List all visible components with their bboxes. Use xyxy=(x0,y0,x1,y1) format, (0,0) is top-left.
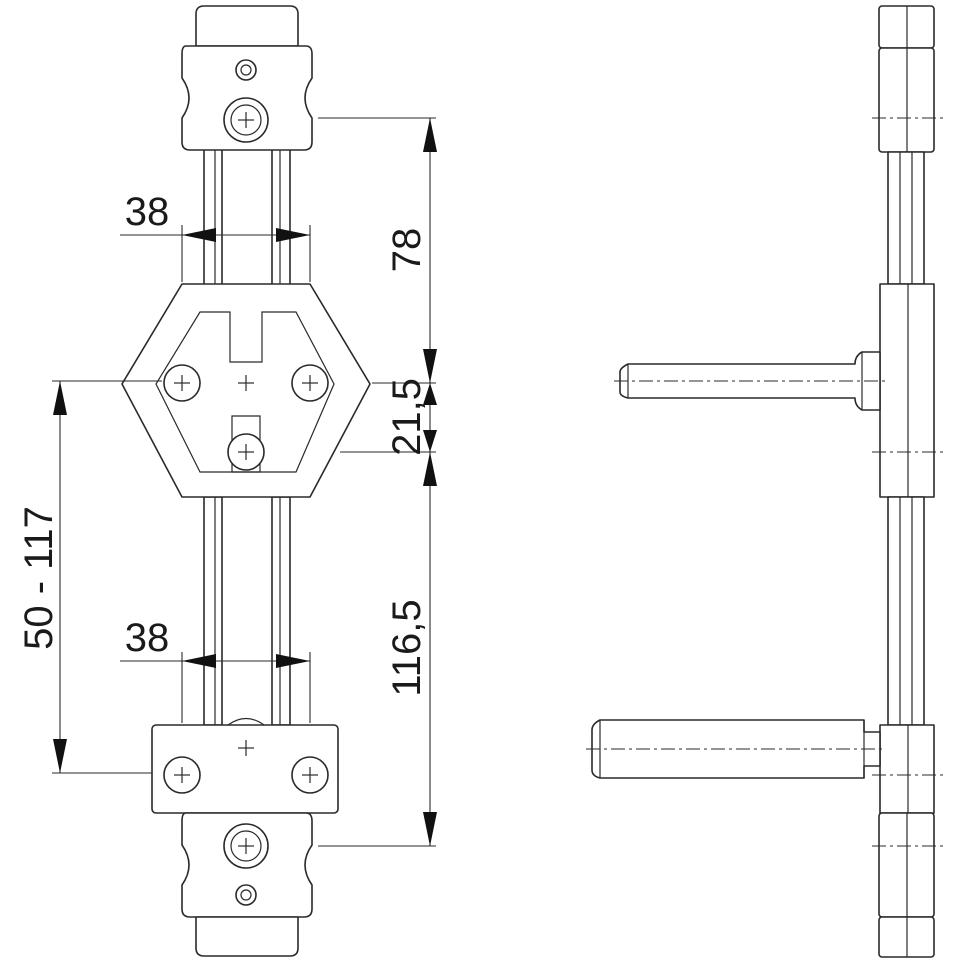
dim-label-width-bottom: 38 xyxy=(125,616,170,660)
upper-rods xyxy=(203,147,291,289)
dim-label-adjust-range: 50 - 117 xyxy=(17,506,61,650)
dim-vertical-chain: 78 21,5 116,5 xyxy=(318,117,437,847)
side-lower-rod xyxy=(887,496,925,726)
side-upper-rod xyxy=(887,151,925,285)
side-view xyxy=(586,5,944,958)
dim-label-top-section: 78 xyxy=(385,228,429,273)
dim-width-top: 38 xyxy=(120,190,311,282)
dim-label-middle-section: 21,5 xyxy=(385,378,429,456)
dim-label-bottom-section: 116,5 xyxy=(385,599,429,696)
side-hex-body xyxy=(879,283,935,498)
bottom-screw-small xyxy=(235,884,257,906)
dim-width-bottom: 38 xyxy=(120,616,311,723)
dim-label-width-top: 38 xyxy=(125,190,170,234)
side-guide-block xyxy=(879,724,935,814)
top-screw-small xyxy=(235,59,257,81)
hex-inner-recess xyxy=(155,311,335,473)
dim-adjust-range: 50 - 117 xyxy=(17,380,162,774)
lower-rods xyxy=(203,496,291,726)
top-cap xyxy=(195,5,299,47)
front-view: 38 38 78 21,5 xyxy=(17,5,437,957)
bottom-cap xyxy=(195,916,299,957)
